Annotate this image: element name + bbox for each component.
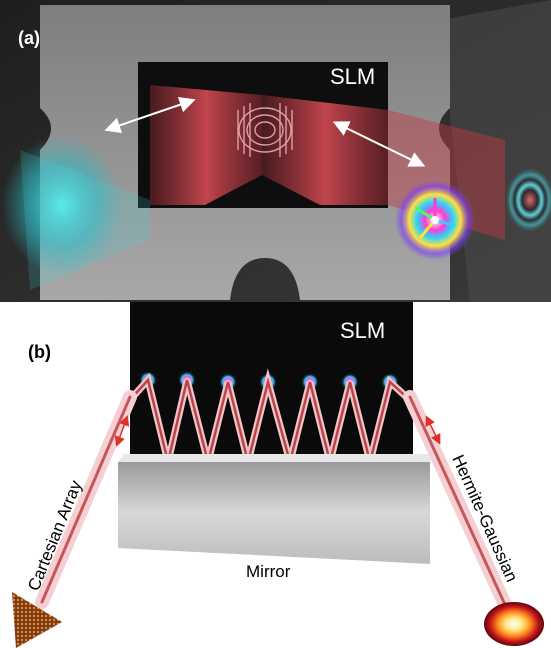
mirror-label: Mirror xyxy=(246,562,291,581)
input-beam xyxy=(35,390,137,609)
cyan-beam-glow xyxy=(2,135,122,275)
gaussian-spot-icon xyxy=(484,602,544,646)
panel-b-label: (b) xyxy=(28,342,51,362)
panel-b-illustration: (b) SLM Mirror Cartesian Array Hermite-G… xyxy=(12,302,544,648)
panel-a-illustration: (a) SLM xyxy=(0,0,551,302)
double-arrow-icon xyxy=(114,415,130,447)
slm-label-a: SLM xyxy=(330,64,375,89)
hologram-fringes xyxy=(237,103,293,157)
double-arrow-icon xyxy=(104,97,196,133)
slm-label-b: SLM xyxy=(340,318,385,343)
pyramid-array-icon xyxy=(12,592,62,648)
mirror xyxy=(118,462,430,564)
panel-a-label: (a) xyxy=(18,28,40,48)
ring-pattern xyxy=(504,166,551,234)
panel-b: (b) SLM Mirror Cartesian Array Hermite-G… xyxy=(0,302,551,648)
cyan-beam-cone xyxy=(20,150,150,290)
panel-a: (a) SLM xyxy=(0,0,551,302)
double-arrow-icon xyxy=(332,121,426,167)
double-arrow-icon xyxy=(425,415,441,445)
zigzag-beams xyxy=(124,368,416,476)
mirror-top-edge xyxy=(118,454,435,462)
